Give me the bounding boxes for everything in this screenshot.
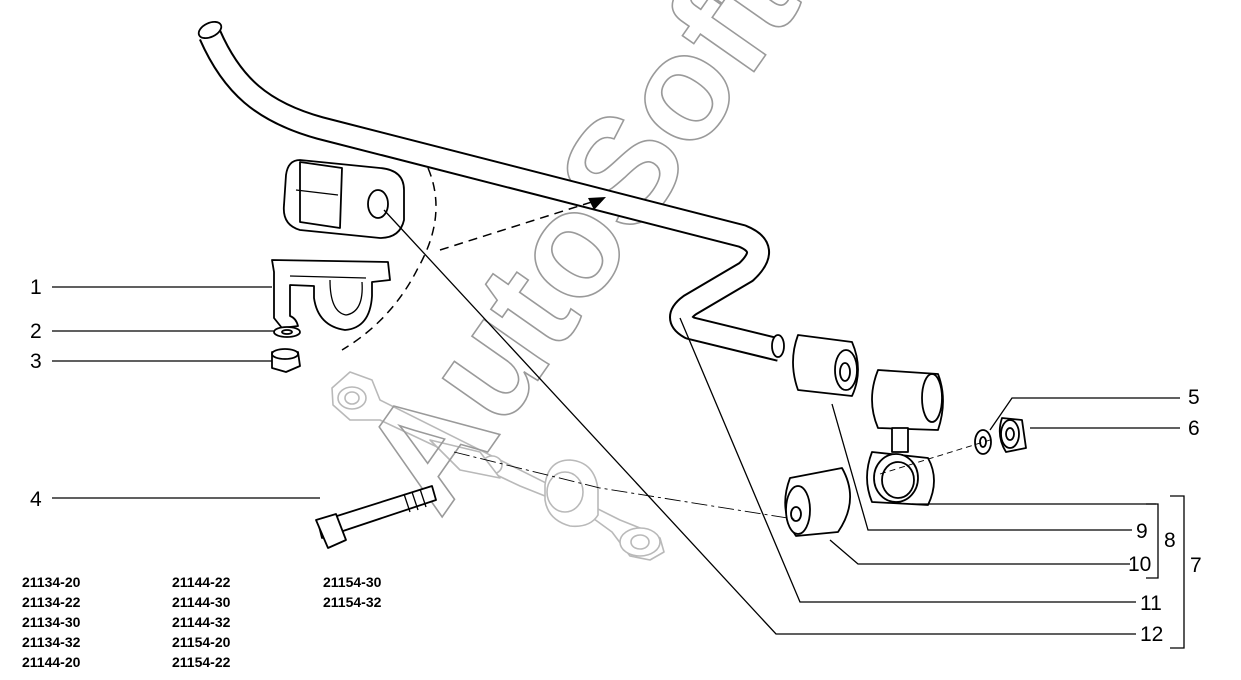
callout-9: 9 [1136, 520, 1148, 543]
link-bushing-lower [784, 467, 851, 537]
callout-6: 6 [1188, 417, 1200, 440]
model-code: 21134-22 [22, 594, 81, 610]
callout-2: 2 [30, 320, 42, 343]
model-code: 21154-32 [323, 594, 382, 610]
model-code: 21134-32 [22, 634, 81, 650]
bolt-4 [315, 485, 437, 549]
model-code: 21134-20 [22, 574, 81, 590]
link-housing [866, 369, 944, 506]
mounting-group-outline [341, 167, 606, 351]
model-code: 21154-22 [172, 654, 231, 670]
nut-6 [998, 417, 1027, 453]
washer-2 [273, 326, 301, 338]
callout-11: 11 [1140, 592, 1162, 615]
cushion-bracket [271, 259, 391, 331]
leader-lines [52, 209, 1185, 649]
model-codes-table: 21134-20 21134-22 21134-30 21134-32 2114… [22, 572, 422, 676]
callout-5: 5 [1188, 386, 1200, 409]
model-code: 21154-30 [323, 574, 382, 590]
callout-labels: 1 2 3 4 5 6 7 8 9 10 11 12 [30, 276, 1202, 646]
callout-8: 8 [1164, 529, 1176, 552]
washer-5 [974, 429, 992, 455]
model-code: 21144-22 [172, 574, 231, 590]
anti-roll-bar [197, 20, 785, 362]
model-code: 21144-30 [172, 594, 231, 610]
model-code: 21144-32 [172, 614, 231, 630]
bar-cushion [282, 159, 405, 239]
link-bushing-upper [792, 334, 859, 397]
callout-1: 1 [30, 276, 42, 299]
model-code: 21154-20 [172, 634, 231, 650]
nut-3 [271, 348, 301, 373]
callout-3: 3 [30, 350, 42, 373]
callout-10: 10 [1128, 553, 1151, 576]
callout-12: 12 [1140, 623, 1163, 646]
callout-4: 4 [30, 488, 42, 511]
callout-7: 7 [1190, 554, 1202, 577]
model-code: 21134-30 [22, 614, 81, 630]
model-code: 21144-20 [22, 654, 81, 670]
